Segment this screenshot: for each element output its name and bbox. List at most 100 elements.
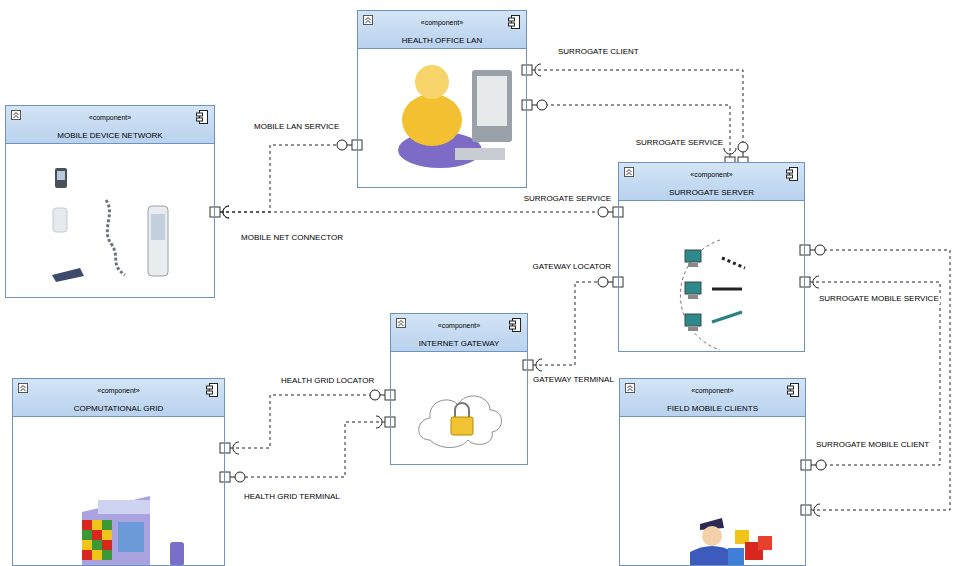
component-name: HEALTH OFFICE LAN bbox=[402, 36, 482, 45]
stereotype-text: «component» bbox=[89, 114, 131, 121]
port-label: GATEWAY TERMINAL bbox=[532, 375, 615, 385]
provided-interface bbox=[337, 140, 347, 150]
port-square bbox=[800, 277, 810, 287]
provided-interface bbox=[738, 142, 748, 152]
lollipop-stem bbox=[810, 250, 815, 251]
component-box: «component» FIELD MOBILE CLIENTS bbox=[619, 378, 806, 566]
component-name: FIELD MOBILE CLIENTS bbox=[667, 404, 758, 413]
collapse-icon bbox=[624, 167, 634, 177]
dependency-connector bbox=[532, 100, 736, 157]
required-interface bbox=[813, 276, 819, 288]
dependency-connector bbox=[532, 64, 748, 157]
stereotype-text: «component» bbox=[97, 387, 139, 394]
interface-label: HEALTH GRID TERMINAL bbox=[243, 492, 341, 502]
interface-label: SURROGATE SERVICE bbox=[635, 138, 724, 148]
provided-interface bbox=[815, 245, 825, 255]
component-name: COPMUTATIONAL GRID bbox=[74, 404, 164, 413]
required-interface bbox=[223, 206, 229, 218]
provided-interface bbox=[370, 390, 380, 400]
component-icon bbox=[787, 383, 799, 397]
dashed-line bbox=[220, 145, 337, 212]
required-interface bbox=[536, 359, 542, 371]
component-icon bbox=[786, 167, 798, 181]
component-name: SURROGATE SERVER bbox=[669, 188, 754, 197]
collapse-icon bbox=[363, 15, 373, 25]
dependency-connector bbox=[533, 277, 613, 371]
port-square bbox=[220, 472, 230, 482]
collapse-icon bbox=[11, 110, 21, 120]
lollipop-stem bbox=[347, 145, 352, 146]
component-header: «component» FIELD MOBILE CLIENTS bbox=[620, 379, 805, 417]
required-interface bbox=[376, 416, 382, 428]
component-box: «component» SURROGATE SERVER bbox=[618, 162, 805, 352]
interface-label: SURROGATE SERVICE bbox=[523, 194, 612, 204]
dependency-connector bbox=[230, 390, 385, 454]
dashed-line bbox=[245, 422, 385, 477]
lollipop-stem bbox=[608, 212, 613, 213]
interface-label: SURROGATE MOBILE SERVICE bbox=[818, 294, 940, 304]
interface-label: SURROGATE MOBILE CLIENT bbox=[815, 440, 930, 450]
dependency-connector bbox=[810, 276, 940, 470]
lollipop-stem bbox=[532, 105, 537, 106]
required-interface bbox=[233, 442, 239, 454]
provided-interface bbox=[537, 100, 547, 110]
dependency-connector bbox=[230, 416, 385, 482]
stereotype-text: «component» bbox=[421, 19, 463, 26]
interface-label: MOBILE LAN SERVICE bbox=[253, 122, 340, 132]
required-interface bbox=[724, 148, 736, 154]
component-box: «component»INTERNET GATEWAY bbox=[390, 313, 528, 465]
port-label: MOBILE NET CONNECTOR bbox=[240, 233, 344, 243]
dashed-line bbox=[547, 105, 730, 157]
lollipop-stem bbox=[608, 282, 613, 283]
provided-interface bbox=[598, 207, 608, 217]
port-square bbox=[220, 443, 230, 453]
component-name: MOBILE DEVICE NETWORK bbox=[57, 131, 162, 140]
collapse-icon bbox=[396, 318, 406, 328]
dashed-line bbox=[533, 282, 598, 365]
required-interface bbox=[535, 64, 541, 76]
stereotype-text: «component» bbox=[438, 322, 480, 329]
component-box: «component» COPMUTATIONAL GRID bbox=[12, 378, 225, 566]
lollipop-stem bbox=[743, 152, 744, 157]
component-header: «component» MOBILE DEVICE NETWORK bbox=[6, 106, 214, 144]
dashed-line bbox=[810, 282, 940, 465]
port-square bbox=[523, 360, 533, 370]
lollipop-stem bbox=[380, 395, 385, 396]
office-illustration bbox=[398, 65, 512, 168]
port-square bbox=[210, 207, 220, 217]
lollipop-stem bbox=[230, 477, 235, 478]
stereotype-text: «component» bbox=[691, 387, 733, 394]
provided-interface bbox=[598, 277, 608, 287]
dashed-line bbox=[811, 250, 950, 510]
port-square bbox=[522, 100, 532, 110]
server-illustration bbox=[680, 240, 745, 350]
component-box: «component» HEALTH OFFICE LAN bbox=[357, 10, 527, 188]
component-icon bbox=[206, 383, 218, 397]
component-header: «component»INTERNET GATEWAY bbox=[391, 314, 527, 352]
required-interface bbox=[814, 504, 820, 516]
mobile-devices-illustration bbox=[52, 168, 168, 282]
interface-label: SURROGATE CLIENT bbox=[557, 47, 640, 57]
interface-label: HEALTH GRID LOCATOR bbox=[280, 376, 375, 386]
collapse-icon bbox=[18, 383, 28, 393]
port-square bbox=[801, 460, 811, 470]
interface-label: GATEWAY LOCATOR bbox=[531, 262, 612, 272]
component-header: «component» SURROGATE SERVER bbox=[619, 163, 804, 201]
port-square bbox=[800, 245, 810, 255]
grid-illustration bbox=[82, 496, 184, 566]
component-icon bbox=[508, 15, 520, 29]
gateway-illustration bbox=[419, 396, 502, 448]
component-icon bbox=[509, 318, 521, 332]
component-header: «component» HEALTH OFFICE LAN bbox=[358, 11, 526, 49]
port-square bbox=[801, 505, 811, 515]
port-square bbox=[522, 65, 532, 75]
stereotype-text: «component» bbox=[690, 171, 732, 178]
component-icon bbox=[196, 110, 208, 124]
lollipop-stem bbox=[811, 465, 816, 466]
field-illustration bbox=[690, 518, 772, 566]
provided-interface bbox=[235, 472, 245, 482]
dependency-connector bbox=[220, 140, 352, 218]
